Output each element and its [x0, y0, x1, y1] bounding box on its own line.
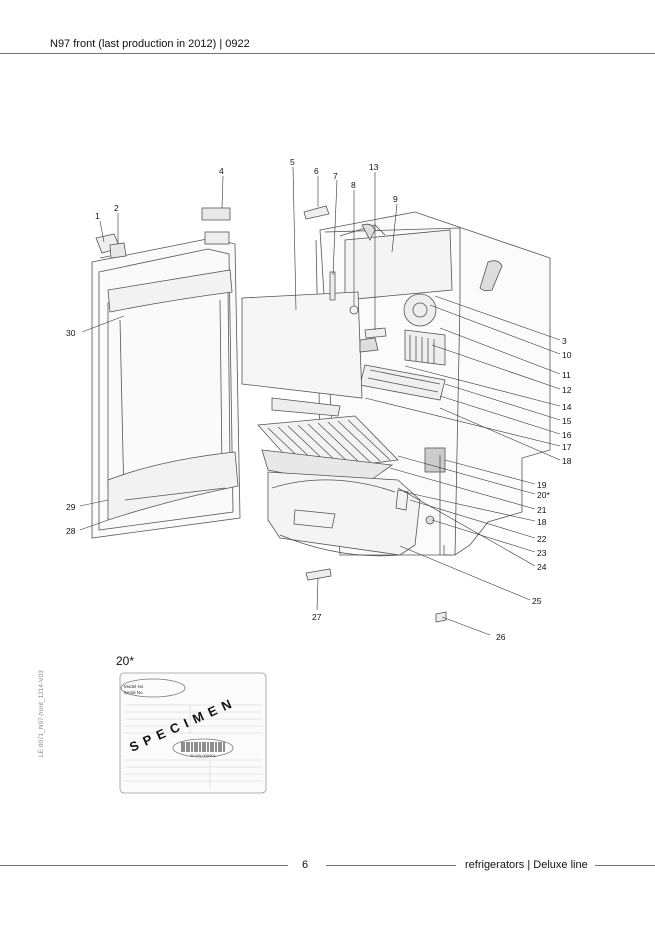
callout-6: 6 — [314, 166, 319, 176]
callout-3: 3 — [562, 336, 567, 346]
document-title: N97 front (last production in 2012) | 09… — [50, 38, 250, 50]
callout-7: 7 — [333, 171, 338, 181]
callout-1: 1 — [95, 211, 100, 221]
callout-4: 4 — [219, 166, 224, 176]
callout-22: 22 — [537, 534, 547, 544]
callout-15: 15 — [562, 416, 572, 426]
callout-20: 20* — [537, 490, 550, 500]
specimen-ref-label: 20* — [116, 654, 135, 668]
footer-rule-left — [0, 865, 288, 866]
callout-29: 29 — [66, 502, 76, 512]
part-26-drawing — [435, 611, 447, 623]
callout-9: 9 — [393, 194, 398, 204]
callout-17: 17 — [562, 442, 572, 452]
callout-10: 10 — [562, 350, 572, 360]
hinge-parts — [95, 233, 127, 259]
leader-lines — [79, 166, 561, 636]
callout-12: 12 — [562, 385, 572, 395]
callout-19: 19 — [537, 480, 547, 490]
callout-13: 13 — [369, 162, 379, 172]
panel-5-drawing — [241, 291, 363, 399]
callout-30: 30 — [66, 328, 76, 338]
shelf-grid-drawing — [257, 397, 399, 489]
callout-21: 21 — [537, 505, 547, 515]
plate-serial-field: Serial No — [124, 690, 143, 695]
part-27-drawing — [305, 568, 332, 581]
plate-model-field: Model No — [124, 684, 144, 689]
crisper-drawer-drawing — [267, 471, 421, 557]
callout-27: 27 — [312, 612, 322, 622]
footer-section: refrigerators | Deluxe line — [465, 859, 588, 871]
callout-8: 8 — [351, 180, 356, 190]
part-4-drawing — [201, 207, 231, 221]
callout-11: 11 — [562, 370, 571, 380]
part-6-drawing — [303, 205, 330, 220]
callout-25: 25 — [532, 596, 542, 606]
door-drawing — [91, 231, 241, 539]
callout-26: 26 — [496, 632, 506, 642]
callout-5: 5 — [290, 157, 295, 167]
specimen-rating-plate: Model No Serial No 20 DN 000001 SPECIMEN — [119, 672, 267, 794]
callout-18a: 18 — [562, 456, 572, 466]
callout-28: 28 — [66, 526, 76, 536]
callout-24: 24 — [537, 562, 547, 572]
callout-18b: 18 — [537, 517, 547, 527]
callout-2: 2 — [114, 203, 119, 213]
header-rule — [0, 53, 655, 54]
callout-16: 16 — [562, 430, 572, 440]
callout-23: 23 — [537, 548, 547, 558]
page-number: 6 — [302, 859, 309, 871]
document-code: LE 0071_N97-front_1214-V03 — [38, 670, 45, 757]
footer-rule-middle — [326, 865, 456, 866]
plate-barcode-number: 20 DN 000001 — [190, 753, 217, 758]
footer-rule-right — [595, 865, 655, 866]
callout-14: 14 — [562, 402, 572, 412]
